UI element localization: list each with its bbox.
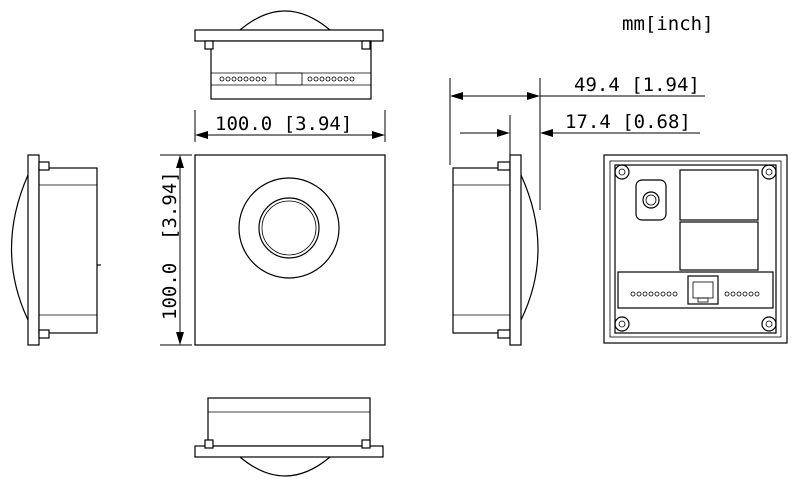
units-label: mm[inch]: [622, 13, 714, 35]
ethernet-port: [687, 275, 719, 305]
depth-total-label: 49.4 [1.94]: [574, 74, 700, 96]
top-view: [194, 10, 384, 100]
width-dimension: 100.0 [3.94]: [194, 110, 386, 142]
top-connector-pins-left: [219, 76, 267, 82]
corner-screws: [614, 164, 777, 332]
right-side-view: [452, 154, 539, 346]
depth-dome-label: 17.4 [0.68]: [565, 111, 691, 133]
height-dimension: 100.0 [3.94]: [159, 154, 192, 346]
front-view: [194, 154, 386, 346]
rear-view: [603, 154, 788, 344]
width-dimension-label: 100.0 [3.94]: [215, 113, 352, 135]
rear-module-lower: [679, 221, 759, 271]
height-dimension-label-mm: 100.0: [159, 263, 181, 320]
rear-module-upper: [679, 169, 759, 221]
terminal-pins-right: [724, 291, 760, 297]
rear-lens-module: [635, 179, 667, 221]
left-side-view: [10, 154, 101, 346]
bottom-view: [194, 397, 384, 477]
depth-dimensions: 49.4 [1.94] 17.4 [0.68]: [449, 74, 705, 210]
top-connector-pins-right: [307, 76, 355, 82]
height-dimension-label-inch: [3.94]: [159, 171, 181, 240]
terminal-pins-left: [630, 291, 678, 297]
